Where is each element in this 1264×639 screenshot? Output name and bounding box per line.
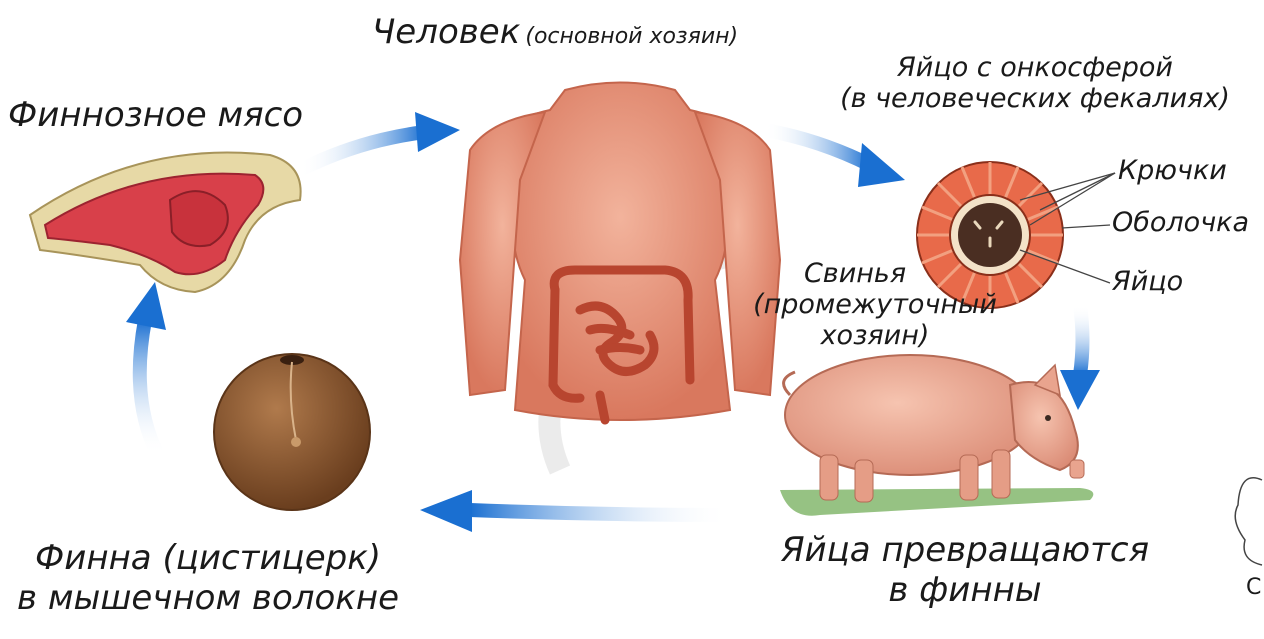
egg-label-line1: Яйцо с онкосферой bbox=[815, 52, 1255, 83]
egg-oncosphere-label: Яйцо с онкосферой (в человеческих фекали… bbox=[815, 52, 1255, 114]
transform-label-line2: в финны bbox=[760, 570, 1170, 610]
corner-mark-text: C bbox=[1246, 575, 1261, 600]
pig-label-line2: (промежуточный bbox=[730, 289, 1020, 320]
human-sub-text: (основной хозяин) bbox=[525, 24, 738, 49]
infected-meat-label: Финнозное мясо bbox=[8, 95, 303, 135]
shell-label: Оболочка bbox=[1112, 207, 1249, 238]
cysticercus-illustration bbox=[214, 354, 370, 510]
human-torso-illustration bbox=[460, 83, 780, 421]
cycle-arrow-cyst-to-meat bbox=[126, 282, 166, 455]
cycle-arrow-human-to-egg bbox=[765, 130, 905, 187]
transform-label: Яйца превращаются в финны bbox=[760, 530, 1170, 610]
cycle-arrow-pig-to-cyst bbox=[420, 490, 730, 532]
human-label: Человек (основной хозяин) bbox=[372, 12, 738, 52]
pig-label-line3: хозяин) bbox=[730, 320, 1020, 351]
pig-illustration bbox=[780, 355, 1093, 516]
pig-label-line1: Свинья bbox=[690, 258, 1020, 289]
corner-logo bbox=[1235, 478, 1262, 565]
finna-label: Финна (цистицерк) в мышечном волокне bbox=[8, 538, 408, 618]
finna-label-line2: в мышечном волокне bbox=[8, 578, 408, 618]
infected-meat-illustration bbox=[30, 153, 301, 293]
pig-label: Свинья (промежуточный хозяин) bbox=[730, 258, 1020, 351]
cycle-arrow-egg-to-pig bbox=[1060, 305, 1100, 410]
finna-label-line1: Финна (цистицерк) bbox=[8, 538, 408, 578]
hooks-label: Крючки bbox=[1118, 155, 1227, 186]
transform-label-line1: Яйца превращаются bbox=[760, 530, 1170, 570]
egg-label-line2: (в человеческих фекалиях) bbox=[815, 83, 1255, 114]
cycle-arrow-meat-to-human bbox=[300, 112, 460, 170]
human-main-text: Человек bbox=[372, 12, 520, 52]
egg-label: Яйцо bbox=[1112, 266, 1183, 297]
